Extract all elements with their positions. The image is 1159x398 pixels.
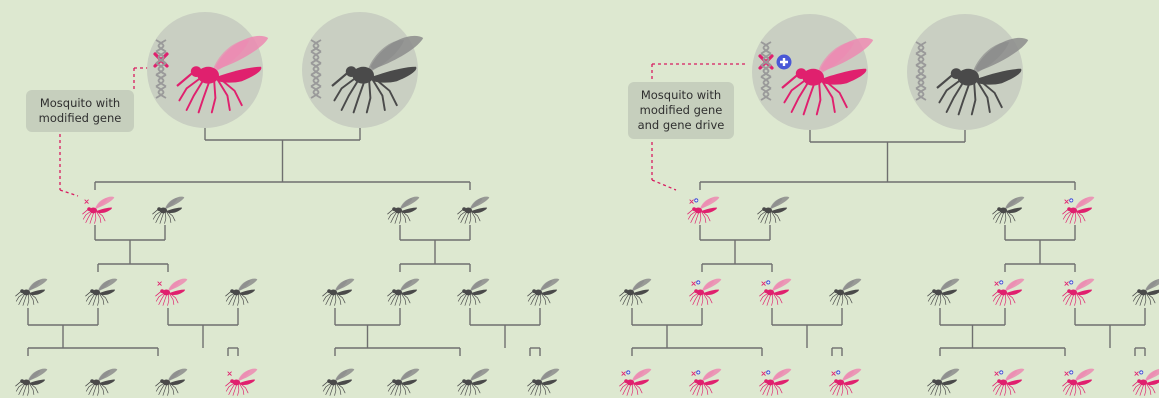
gen1-connector-left — [699, 225, 773, 272]
gen2-mosquito — [387, 278, 420, 306]
label-line: Mosquito with — [640, 88, 722, 102]
gene-marker — [1064, 280, 1074, 286]
gen2-connector — [771, 308, 843, 356]
gene-marker — [1064, 370, 1074, 376]
gene-marker — [691, 370, 701, 376]
gene-marker — [227, 371, 232, 376]
gen2-mosquito — [1132, 278, 1159, 306]
gen2-mosquito — [1062, 278, 1095, 306]
gene-marker — [761, 280, 771, 286]
gen2-connector — [1074, 308, 1146, 356]
gen3-mosquito — [225, 368, 258, 396]
gen2-mosquito — [457, 278, 490, 306]
gen2-mosquito — [829, 278, 862, 306]
gen2-connector — [469, 308, 541, 356]
gen1-mosquito — [152, 196, 185, 224]
gen3-mosquito — [619, 368, 652, 396]
gen1-mosquito — [992, 196, 1025, 224]
parent-mosquito — [176, 35, 269, 114]
gene-drive-label: Mosquito with modified gene and gene dri… — [628, 82, 734, 139]
label-line: Mosquito with — [39, 96, 121, 110]
parent-mosquito — [936, 37, 1029, 116]
gen3-mosquito — [1132, 368, 1159, 396]
dna-icon — [760, 41, 772, 101]
gen1-mosquito — [757, 196, 790, 224]
gen2-mosquito — [992, 278, 1025, 306]
parent-connector — [699, 130, 1076, 190]
gen3-mosquito — [689, 368, 722, 396]
label-line: modified gene — [38, 111, 122, 125]
gen3-mosquito — [829, 368, 862, 396]
parent-connector — [94, 128, 471, 190]
gen2-mosquito — [527, 278, 560, 306]
parent-mosquito — [331, 35, 424, 114]
gen1-mosquito — [82, 196, 115, 224]
gen1-connector-right — [399, 225, 471, 272]
gen2-connector — [27, 308, 159, 356]
gen2-mosquito — [689, 278, 722, 306]
modified-gene-label: Mosquito with modified gene — [26, 90, 134, 132]
gene-marker — [691, 280, 701, 286]
gen3-mosquito — [457, 368, 490, 396]
gen1-connector-left — [94, 225, 169, 272]
dna-icon — [310, 39, 322, 99]
gene-marker — [1064, 198, 1074, 204]
gen3-mosquito — [155, 368, 188, 396]
gen2-connector — [334, 308, 461, 356]
gene-marker — [831, 370, 841, 376]
label-line: and gene drive — [637, 118, 725, 132]
gene-marker — [994, 370, 1004, 376]
gen2-connector — [167, 308, 239, 356]
gene-marker — [994, 280, 1004, 286]
label-line: modified gene — [639, 103, 723, 117]
gen1-connector-right — [1004, 225, 1076, 272]
parent-mosquito — [781, 37, 874, 116]
gene-marker — [1134, 370, 1144, 376]
gene-marker — [157, 281, 162, 286]
leader-line — [59, 189, 79, 197]
gen2-mosquito — [155, 278, 188, 306]
gen2-mosquito — [225, 278, 258, 306]
leader-line — [651, 179, 677, 191]
gen3-mosquito — [927, 368, 960, 396]
gen3-mosquito — [322, 368, 355, 396]
gen2-mosquito — [619, 278, 652, 306]
gen2-mosquito — [15, 278, 48, 306]
gen3-mosquito — [992, 368, 1025, 396]
gen3-mosquito — [15, 368, 48, 396]
gen3-mosquito — [85, 368, 118, 396]
gen3-mosquito — [1062, 368, 1095, 396]
gen3-mosquito — [759, 368, 792, 396]
gen2-mosquito — [85, 278, 118, 306]
gene-marker — [621, 370, 631, 376]
gen2-mosquito — [322, 278, 355, 306]
gen2-connector — [631, 308, 763, 356]
gen1-mosquito — [1062, 196, 1095, 224]
gen3-mosquito — [527, 368, 560, 396]
gen3-mosquito — [387, 368, 420, 396]
gen1-mosquito — [687, 196, 720, 224]
gene-marker — [689, 198, 699, 204]
dna-icon — [915, 41, 927, 101]
gen1-mosquito — [387, 196, 420, 224]
gen2-mosquito — [759, 278, 792, 306]
gen2-mosquito — [927, 278, 960, 306]
gene-marker — [84, 199, 89, 204]
gene-marker — [761, 370, 771, 376]
gen2-connector — [939, 308, 1066, 356]
dna-icon — [155, 39, 167, 99]
gen1-mosquito — [457, 196, 490, 224]
